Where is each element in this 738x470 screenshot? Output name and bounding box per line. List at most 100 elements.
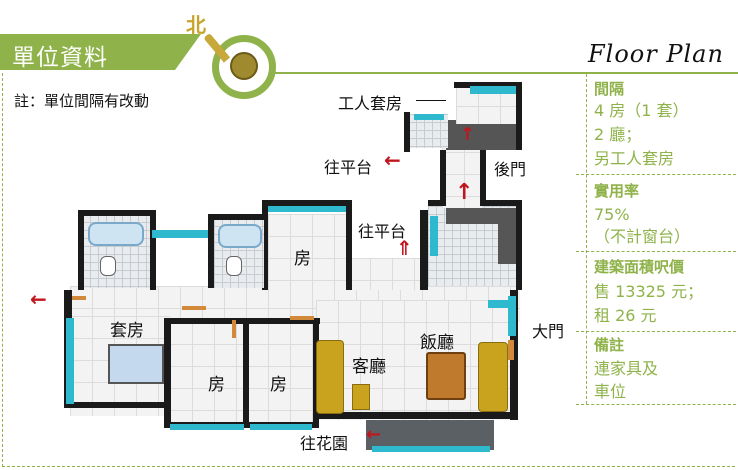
- label-living-room: 客廳: [352, 357, 386, 377]
- label-room: 房: [270, 375, 287, 395]
- wall: [78, 210, 84, 290]
- arrow-left-icon: ←: [384, 148, 401, 172]
- label-maid-room: 工人套房: [338, 94, 403, 113]
- wall: [262, 200, 268, 290]
- wall: [516, 82, 522, 150]
- room-1-floor: [170, 322, 246, 424]
- sidebar-heading-remarks: 備註: [594, 336, 625, 354]
- wall: [346, 200, 352, 290]
- door: [290, 316, 314, 320]
- side-table-icon: [352, 384, 370, 410]
- window: [170, 424, 244, 430]
- main-door: [508, 340, 514, 360]
- room-top-floor: [268, 214, 348, 288]
- sidebar-divider: [586, 74, 587, 404]
- window: [470, 86, 516, 94]
- window: [250, 424, 312, 430]
- wall: [150, 210, 156, 290]
- content-frame: [2, 73, 735, 467]
- wall: [454, 82, 522, 88]
- label-to-platform: 往平台: [358, 222, 407, 241]
- wall: [208, 214, 214, 288]
- door: [182, 306, 206, 310]
- sidebar-line: 75%: [594, 205, 630, 224]
- window: [372, 446, 490, 452]
- bed-icon: [108, 344, 164, 384]
- label-to-garden: 往花園: [300, 434, 349, 453]
- sofa-icon: [316, 340, 344, 414]
- title-divider: [215, 72, 738, 74]
- sidebar-line: 另工人套房: [594, 149, 675, 168]
- wall: [516, 200, 522, 290]
- page-title: 單位資料: [12, 45, 108, 71]
- header-band-cap: [175, 34, 201, 70]
- bathtub-icon: [88, 222, 144, 246]
- wall: [243, 322, 249, 426]
- toilet-icon: [100, 256, 116, 276]
- label-back-door: 後門: [494, 160, 527, 179]
- note-text: 註：單位間隔有改動: [14, 92, 150, 110]
- door: [232, 320, 236, 338]
- window: [268, 206, 346, 212]
- kitchen-counter: [498, 224, 516, 264]
- maid-room-counter: [446, 120, 520, 150]
- label-dining-room: 飯廳: [420, 333, 454, 353]
- arrow-left-icon: ←: [30, 287, 47, 311]
- window: [152, 230, 222, 238]
- wall: [170, 318, 320, 324]
- arrow-left-icon: ←: [366, 424, 382, 445]
- compass-dial-icon: [230, 52, 258, 80]
- header-band: [0, 34, 175, 70]
- wall: [262, 200, 352, 206]
- sidebar-heading-layout: 間隔: [594, 80, 625, 98]
- wall: [316, 412, 512, 419]
- door: [72, 296, 86, 300]
- window: [488, 300, 512, 308]
- dining-table-icon: [426, 352, 466, 400]
- wall: [420, 210, 428, 290]
- window: [508, 296, 516, 336]
- arrow-up-icon: ↑: [460, 124, 476, 145]
- label-room: 房: [208, 375, 225, 395]
- sidebar-heading-efficiency: 實用率: [594, 182, 640, 200]
- sidebar-separator: [576, 331, 736, 332]
- sidebar-line: 租 26 元: [594, 306, 657, 325]
- armchair-icon: [478, 342, 508, 412]
- sidebar-separator: [576, 404, 736, 405]
- label-main-door: 大門: [532, 322, 565, 341]
- wall: [440, 150, 446, 206]
- room-2-floor: [246, 322, 316, 424]
- wall: [510, 290, 518, 420]
- platform-passage-floor: [348, 258, 424, 290]
- kitchen-counter: [446, 208, 516, 224]
- toilet-icon: [226, 256, 242, 276]
- window: [430, 216, 438, 256]
- wall: [480, 150, 486, 206]
- sidebar-heading-price: 建築面積呎價: [594, 258, 685, 276]
- leader-line: [416, 100, 446, 101]
- sidebar-line: （不計窗台）: [594, 227, 691, 246]
- bathtub-icon: [218, 224, 262, 248]
- sidebar-line: 2 廳；: [594, 125, 642, 144]
- sidebar-separator: [576, 251, 736, 252]
- window: [66, 318, 74, 404]
- wall: [78, 210, 156, 216]
- sidebar-line: 車位: [594, 382, 627, 401]
- north-label: 北: [186, 13, 206, 37]
- label-suite: 套房: [110, 321, 144, 341]
- wall: [208, 214, 268, 220]
- arrow-up-icon: ⇑: [396, 236, 413, 260]
- sidebar-separator: [576, 174, 736, 175]
- arrow-up-icon: ↑: [455, 180, 474, 205]
- label-room: 房: [294, 249, 311, 269]
- sidebar-line: 4 房（1 套）: [594, 101, 689, 120]
- wall: [72, 402, 170, 408]
- floor-plan-title: Floor Plan: [588, 40, 724, 68]
- sidebar-line: 售 13325 元；: [594, 282, 704, 301]
- label-to-platform: 往平台: [324, 158, 373, 177]
- window: [414, 114, 444, 120]
- sidebar-line: 連家具及: [594, 359, 659, 378]
- garden-balcony: [366, 420, 494, 450]
- wall: [164, 318, 171, 428]
- wall: [404, 112, 410, 152]
